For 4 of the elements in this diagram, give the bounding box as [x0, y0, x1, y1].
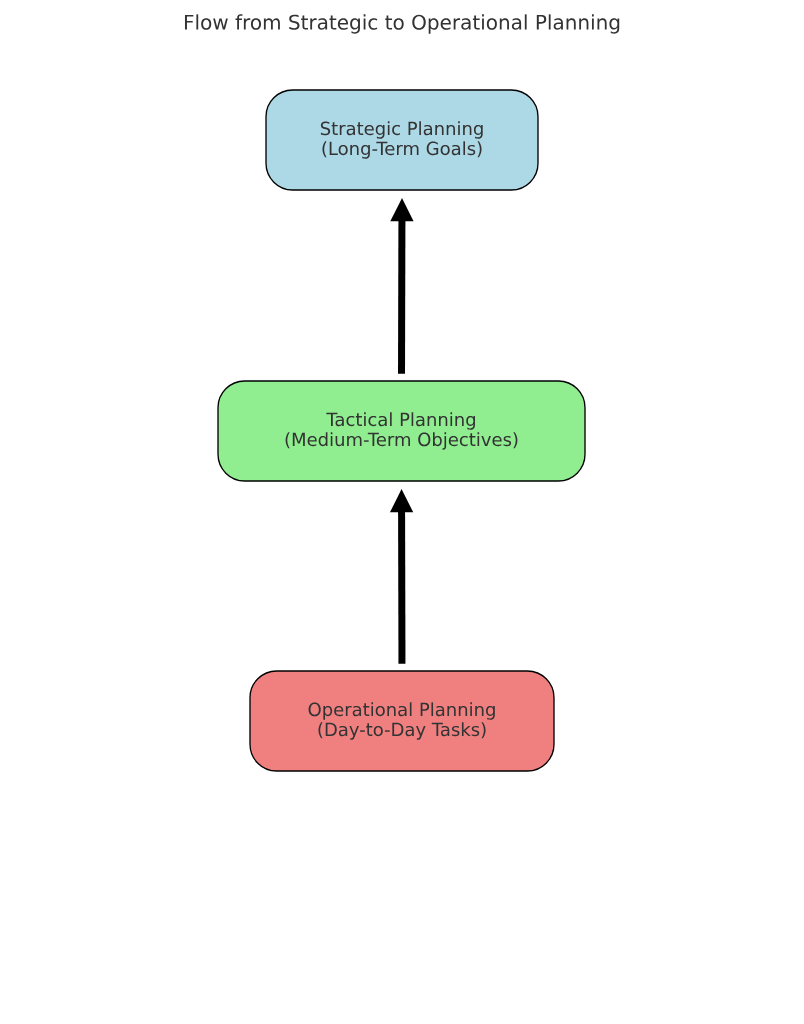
title: Flow from Strategic to Operational Planning [185, 14, 620, 34]
process-box: Operational Planning (Day-to-Day Tasks) [249, 670, 555, 772]
process-box: Tactical Planning (Medium-Term Objectives) [217, 380, 586, 482]
process-box: Strategic Planning (Long-Term Goals) [265, 89, 539, 191]
